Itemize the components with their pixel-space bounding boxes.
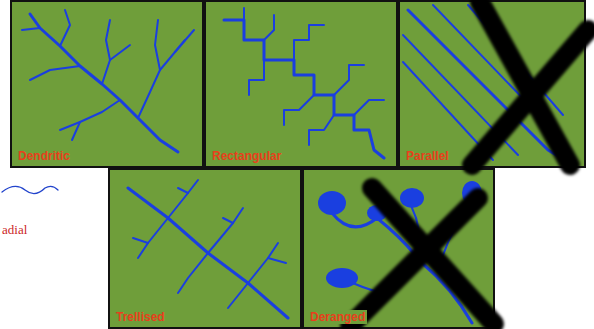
pattern-panel: Trellised xyxy=(108,168,302,329)
pattern-panel: Deranged xyxy=(302,168,495,329)
pattern-panel: Rectangular xyxy=(204,0,398,168)
pattern-label: Rectangular xyxy=(210,149,283,163)
pattern-label: Deranged xyxy=(308,310,367,324)
pattern-panel: Dendritic xyxy=(10,0,204,168)
pattern-label: Dendritic xyxy=(16,149,72,163)
pattern-label: Trellised xyxy=(114,310,167,324)
pattern-label: Parallel xyxy=(404,149,451,163)
handwritten-note: adial xyxy=(2,222,27,237)
pattern-panel: Parallel xyxy=(398,0,586,168)
